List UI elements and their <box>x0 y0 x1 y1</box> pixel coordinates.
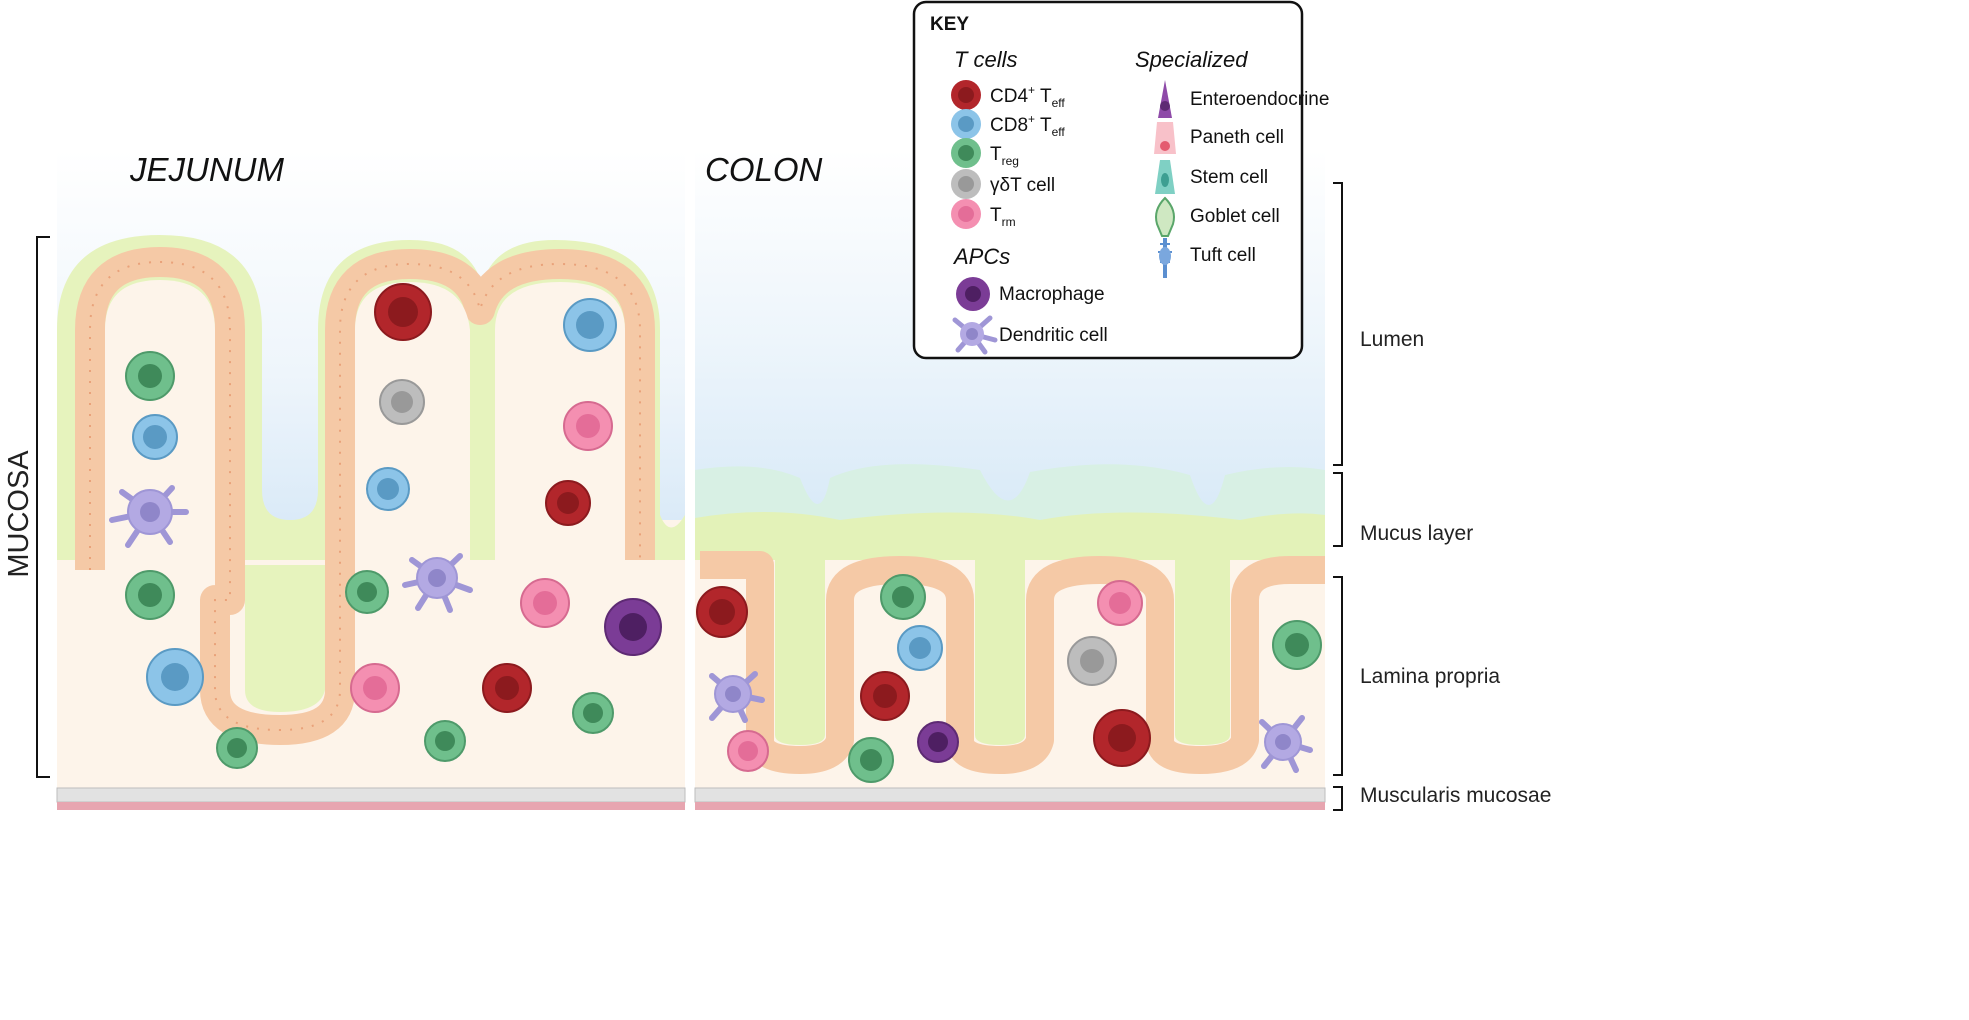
cd8-nucleus <box>143 425 167 449</box>
mucosa-bracket <box>36 236 50 778</box>
macrophage-nucleus <box>619 613 647 641</box>
jejunum-cells <box>109 283 662 769</box>
lumen-label: Lumen <box>1360 328 1424 351</box>
jejunum-title: JEJUNUM <box>129 151 285 188</box>
svg-text:Macrophage: Macrophage <box>999 284 1105 305</box>
svg-text:γδT cell: γδT cell <box>990 175 1055 196</box>
mucus-bracket <box>1333 472 1343 547</box>
colon-crypt-1 <box>775 560 825 745</box>
legend-enteroendocrine: Enteroendocrine <box>1158 80 1329 118</box>
cd4-nucleus <box>557 492 579 514</box>
cd8-nucleus <box>576 311 604 339</box>
legend-gamma-delta: γδT cell <box>951 169 1055 199</box>
cd4-nucleus <box>873 684 897 708</box>
legend-paneth: Paneth cell <box>1154 122 1284 154</box>
colon-crypt-3 <box>1175 560 1230 745</box>
legend-goblet: Goblet cell <box>1155 196 1280 237</box>
colon-cells <box>696 574 1322 783</box>
svg-text:Goblet cell: Goblet cell <box>1190 206 1280 227</box>
svg-text:Trm: Trm <box>990 205 1016 229</box>
svg-text:Dendritic cell: Dendritic cell <box>999 325 1108 346</box>
macrophage-nucleus <box>928 732 948 752</box>
svg-text:Treg: Treg <box>990 144 1019 168</box>
treg-nucleus <box>583 703 603 723</box>
specialized-heading: Specialized <box>1135 47 1248 72</box>
lamina-propria-label: Lamina propria <box>1360 665 1500 688</box>
svg-text:CD8+ Teff: CD8+ Teff <box>990 112 1065 139</box>
trm-nucleus <box>533 591 557 615</box>
mucus-layer-label: Mucus layer <box>1360 522 1473 545</box>
key-title: KEY <box>930 14 969 35</box>
legend-stem: Stem cell <box>1155 160 1268 194</box>
dendritic-cell <box>402 553 473 613</box>
trm-nucleus <box>576 414 600 438</box>
gamma-delta-nucleus <box>1080 649 1104 673</box>
legend-treg: Treg <box>951 138 1019 168</box>
dendritic-cell <box>709 671 765 723</box>
colon-epithelium <box>700 551 1325 774</box>
dendritic-cell <box>109 485 189 548</box>
cd4-nucleus <box>1108 724 1136 752</box>
colon-title: COLON <box>705 151 823 188</box>
cd4-nucleus <box>495 676 519 700</box>
lumen-bracket <box>1333 182 1343 466</box>
svg-text:Stem cell: Stem cell <box>1190 167 1268 188</box>
legend-tuft: Tuft cell <box>1158 238 1256 278</box>
treg-nucleus <box>892 586 914 608</box>
legend-dendritic: Dendritic cell <box>952 315 1108 355</box>
jejunum-crypt <box>245 565 325 712</box>
treg-nucleus <box>138 583 162 607</box>
region-brackets <box>1333 182 1343 811</box>
trm-nucleus <box>363 676 387 700</box>
legend-cd4: CD4+ Teff <box>951 80 1065 110</box>
treg-nucleus <box>138 364 162 388</box>
gamma-delta-nucleus <box>391 391 413 413</box>
lamina-bracket <box>1333 576 1343 776</box>
colon-crypt-2 <box>975 560 1025 745</box>
svg-text:CD4+ Teff: CD4+ Teff <box>990 83 1065 110</box>
jejunum-panel <box>57 150 685 790</box>
legend-cd8: CD8+ Teff <box>951 109 1065 139</box>
mucosa-label: MUCOSA <box>3 450 35 578</box>
trm-nucleus <box>1109 592 1131 614</box>
svg-text:Tuft cell: Tuft cell <box>1190 245 1256 266</box>
trm-nucleus <box>738 741 758 761</box>
treg-nucleus <box>357 582 377 602</box>
treg-nucleus <box>435 731 455 751</box>
t-cells-heading: T cells <box>954 47 1018 72</box>
jejunum-lamina-propria <box>57 520 685 790</box>
treg-nucleus <box>860 749 882 771</box>
cd8-nucleus <box>377 478 399 500</box>
cd4-nucleus <box>388 297 418 327</box>
dendritic-cell <box>1259 715 1313 773</box>
key-legend: KEY T cells Specialized APCs CD4+ Teff C… <box>912 0 1329 360</box>
cd4-nucleus <box>709 599 735 625</box>
muscularis-bracket <box>1333 786 1343 811</box>
muscularis-mucosae-label: Muscularis mucosae <box>1360 784 1551 807</box>
svg-text:Paneth cell: Paneth cell <box>1190 127 1284 148</box>
muscularis-band <box>56 787 1326 810</box>
cd8-nucleus <box>909 637 931 659</box>
cd8-nucleus <box>161 663 189 691</box>
legend-macrophage: Macrophage <box>956 277 1105 311</box>
apcs-heading: APCs <box>952 244 1010 269</box>
treg-nucleus <box>1285 633 1309 657</box>
colon-inner-mucus <box>695 511 1325 560</box>
jejunum-epithelium <box>75 247 655 745</box>
legend-trm: Trm <box>951 199 1016 229</box>
svg-text:Enteroendocrine: Enteroendocrine <box>1190 89 1329 110</box>
treg-nucleus <box>227 738 247 758</box>
